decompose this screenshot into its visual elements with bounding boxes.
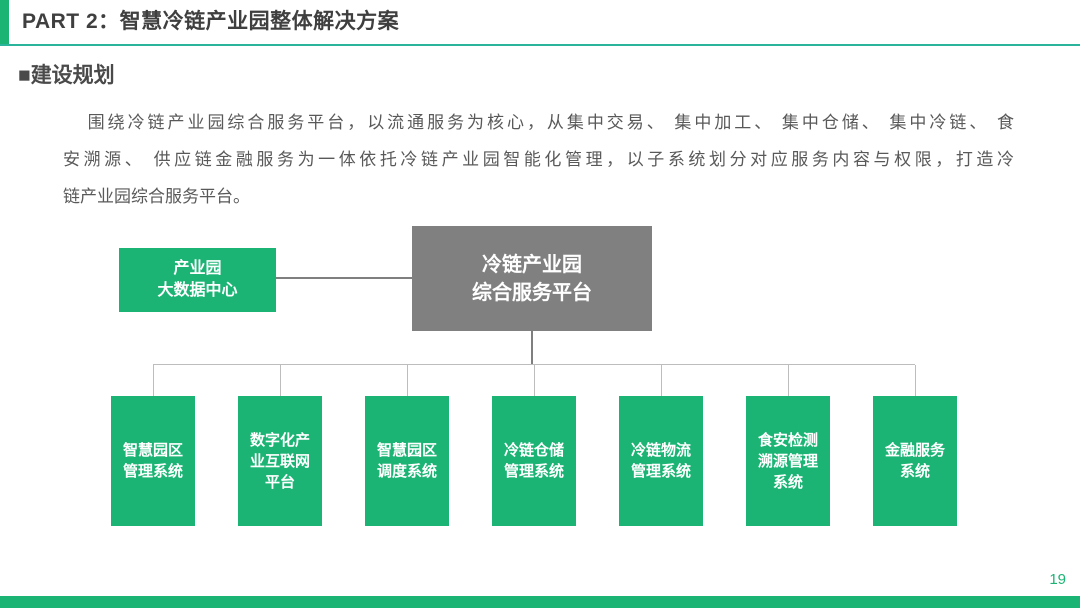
section-bullet-icon: ■ <box>18 64 31 87</box>
paragraph-line: 链产业园综合服务平台。 <box>63 187 250 206</box>
node-financial-services: 金融服务 系统 <box>873 396 957 526</box>
body-paragraph: 围绕冷链产业园综合服务平台，以流通服务为核心，从集中交易、 集中加工、 集中仓储… <box>63 104 1014 215</box>
node-food-safety-trace: 食安检测 溯源管理 系统 <box>746 396 830 526</box>
child-cell: 智慧园区 调度系统 <box>365 365 449 526</box>
children-row: 智慧园区 管理系统 数字化产 业互联网 平台 智慧园区 调度系统 冷链仓储 管理… <box>111 365 957 526</box>
node-digital-industry-internet: 数字化产 业互联网 平台 <box>238 396 322 526</box>
node-coldchain-warehouse: 冷链仓储 管理系统 <box>492 396 576 526</box>
connector-side-to-root <box>276 277 412 279</box>
connector-child-stub <box>660 365 662 396</box>
node-park-dispatch: 智慧园区 调度系统 <box>365 396 449 526</box>
child-cell: 冷链物流 管理系统 <box>619 365 703 526</box>
page-title: PART 2：智慧冷链产业园整体解决方案 <box>22 10 400 33</box>
connector-child-stub <box>406 365 408 396</box>
paragraph-line: 安溯源、 供应链金融服务为一体依托冷链产业园智能化管理，以子系统划分对应服务内容… <box>63 150 1014 169</box>
connector-child-stub <box>533 365 535 396</box>
connector-root-vertical <box>531 331 533 365</box>
child-cell: 数字化产 业互联网 平台 <box>238 365 322 526</box>
bottom-accent-bar <box>0 596 1080 608</box>
child-cell: 食安检测 溯源管理 系统 <box>746 365 830 526</box>
child-cell: 冷链仓储 管理系统 <box>492 365 576 526</box>
connector-child-stub <box>914 365 916 396</box>
section-heading-label: 建设规划 <box>30 64 115 87</box>
slide-header: PART 2：智慧冷链产业园整体解决方案 <box>0 0 1080 46</box>
connector-tree-horizontal <box>153 364 915 365</box>
section-heading: ■建设规划 <box>18 59 115 89</box>
page-number: 19 <box>1049 571 1066 588</box>
node-datacenter: 产业园 大数据中心 <box>119 248 276 312</box>
paragraph-line: 围绕冷链产业园综合服务平台，以流通服务为核心，从集中交易、 集中加工、 集中仓储… <box>87 113 1014 132</box>
node-park-management: 智慧园区 管理系统 <box>111 396 195 526</box>
connector-child-stub <box>152 365 154 396</box>
child-cell: 智慧园区 管理系统 <box>111 365 195 526</box>
child-cell: 金融服务 系统 <box>873 365 957 526</box>
node-platform-root: 冷链产业园 综合服务平台 <box>412 226 652 331</box>
header-accent-bar <box>0 0 9 44</box>
node-coldchain-logistics: 冷链物流 管理系统 <box>619 396 703 526</box>
connector-child-stub <box>279 365 281 396</box>
connector-child-stub <box>787 365 789 396</box>
